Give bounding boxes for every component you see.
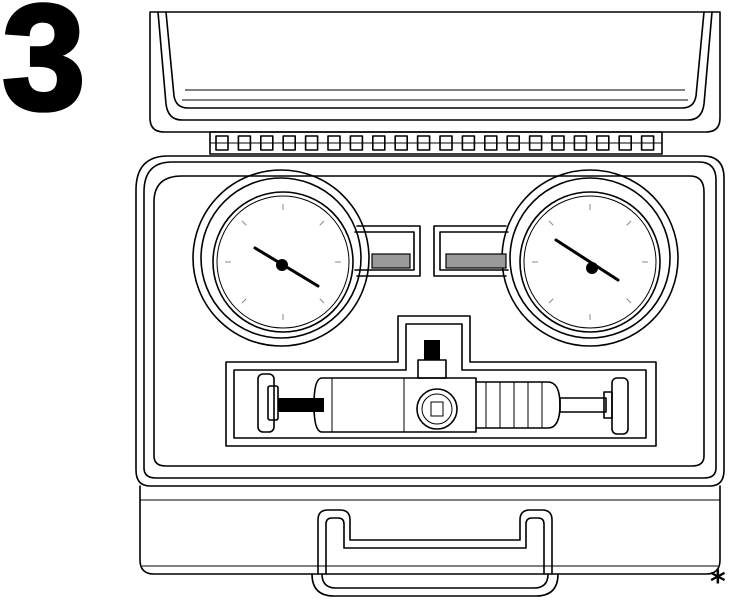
gauge-tick bbox=[319, 298, 325, 304]
gauge-tick bbox=[319, 220, 325, 226]
gauge-tick bbox=[626, 220, 632, 226]
hinge-icon bbox=[209, 131, 663, 155]
logo-badge-icon bbox=[416, 388, 458, 430]
hinge-knuckle bbox=[394, 135, 409, 151]
gauge-tick bbox=[548, 220, 554, 226]
hinge-knuckle bbox=[327, 135, 341, 151]
step-number: 3 bbox=[0, 0, 87, 141]
hinge-knuckle bbox=[259, 135, 274, 151]
hinge-knuckle bbox=[551, 135, 565, 151]
gauge-tick bbox=[241, 298, 247, 304]
case-base-icon bbox=[135, 155, 725, 575]
hinge-knuckle bbox=[506, 135, 521, 151]
footnote-mark: * bbox=[710, 565, 726, 600]
pressure-gauge-icon bbox=[192, 169, 421, 347]
hinge-knuckle bbox=[416, 135, 431, 151]
pressure-gauge-icon bbox=[433, 169, 679, 347]
hinge-knuckle bbox=[349, 135, 364, 151]
case-lid-icon bbox=[149, 11, 721, 133]
hinge-knuckle bbox=[595, 135, 610, 151]
gauge-tick bbox=[626, 298, 632, 304]
hinge-knuckle bbox=[237, 135, 252, 151]
manifold-tool-icon bbox=[257, 340, 629, 435]
hinge-knuckle bbox=[439, 135, 453, 151]
hinge-knuckle bbox=[573, 135, 588, 151]
hinge-knuckle bbox=[461, 135, 476, 151]
hinge-knuckle bbox=[528, 135, 543, 151]
hinge-knuckle bbox=[483, 135, 498, 151]
hinge-knuckle bbox=[640, 135, 655, 151]
hinge-knuckle bbox=[282, 135, 297, 151]
hinge-knuckle bbox=[304, 135, 319, 151]
gauge-tick bbox=[548, 298, 554, 304]
hinge-knuckle bbox=[618, 135, 633, 151]
hinge-knuckle bbox=[371, 135, 386, 151]
handle-icon bbox=[311, 509, 559, 597]
gauge-tick bbox=[241, 220, 247, 226]
tool-cavity-icon bbox=[225, 315, 657, 447]
hinge-knuckle bbox=[215, 135, 229, 151]
